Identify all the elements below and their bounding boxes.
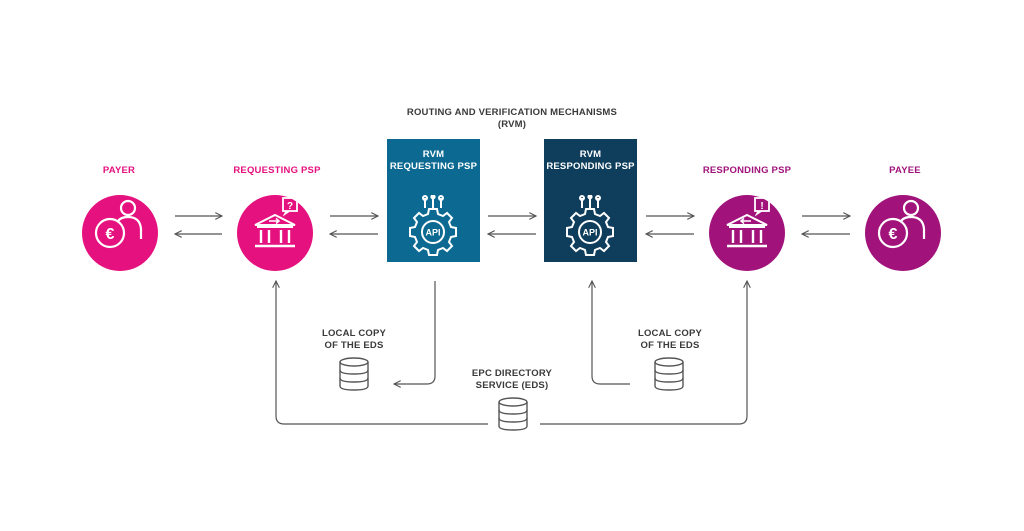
- database-icon: [654, 357, 684, 391]
- payer-node: €: [82, 195, 158, 271]
- bank-question-icon: ?: [254, 197, 298, 248]
- rvm-requesting-line-2: REQUESTING PSP: [389, 161, 478, 172]
- rvm-requesting-title: RVM REQUESTING PSP: [387, 149, 480, 173]
- requesting-psp-label: REQUESTING PSP: [233, 165, 321, 176]
- arrow-rvmreq-to-localcopy: [394, 281, 436, 384]
- title-line-1: ROUTING AND VERIFICATION MECHANISMS: [406, 107, 618, 118]
- bank-exclamation-icon: !: [726, 197, 770, 248]
- payer-label: PAYER: [102, 165, 136, 176]
- eds-label: EPC DIRECTORY SERVICE (EDS): [454, 368, 570, 392]
- euro-coin-person-icon: €: [94, 199, 143, 249]
- rvm-requesting-line-1: RVM: [422, 149, 445, 160]
- eds-line-1: EPC DIRECTORY: [471, 368, 553, 379]
- svg-text:€: €: [106, 226, 115, 243]
- rvm-responding-line-1: RVM: [579, 149, 602, 160]
- requesting-psp-node: ?: [237, 195, 313, 271]
- responding-psp-label: RESPONDING PSP: [702, 165, 792, 176]
- svg-text:€: €: [889, 226, 898, 243]
- eds-line-2: SERVICE (EDS): [475, 380, 549, 391]
- rvm-responding-title: RVM RESPONDING PSP: [544, 149, 637, 173]
- local-copy-right-line-1: LOCAL COPY: [637, 328, 703, 339]
- database-icon: [339, 357, 369, 391]
- rvm-requesting-psp-box: RVM REQUESTING PSP API: [387, 139, 480, 262]
- rvm-responding-line-2: RESPONDING PSP: [546, 161, 635, 172]
- svg-text:?: ?: [287, 201, 293, 212]
- diagram-title: ROUTING AND VERIFICATION MECHANISMS (RVM…: [372, 107, 652, 131]
- local-copy-right-line-2: OF THE EDS: [640, 340, 700, 351]
- rvm-responding-psp-box: RVM RESPONDING PSP API: [544, 139, 637, 262]
- local-copy-right-label: LOCAL COPY OF THE EDS: [620, 328, 720, 352]
- payee-node: €: [865, 195, 941, 271]
- api-gear-icon: API: [409, 195, 457, 256]
- payee-label: PAYEE: [889, 165, 921, 176]
- local-copy-left-line-1: LOCAL COPY: [321, 328, 387, 339]
- svg-text:!: !: [760, 201, 763, 212]
- responding-psp-node: !: [709, 195, 785, 271]
- local-copy-left-label: LOCAL COPY OF THE EDS: [304, 328, 404, 352]
- arrow-eds-to-reqpsp: [276, 281, 488, 425]
- local-copy-left-line-2: OF THE EDS: [324, 340, 384, 351]
- arrow-eds-to-resppsp: [540, 281, 747, 425]
- arrow-localcopy-to-rvmresp: [592, 281, 630, 385]
- api-icon-text: API: [425, 228, 440, 238]
- api-icon-text: API: [582, 228, 597, 238]
- title-line-2: (RVM): [497, 119, 527, 130]
- api-gear-icon: API: [566, 195, 614, 256]
- database-icon: [498, 397, 528, 431]
- euro-coin-person-icon: €: [877, 199, 926, 249]
